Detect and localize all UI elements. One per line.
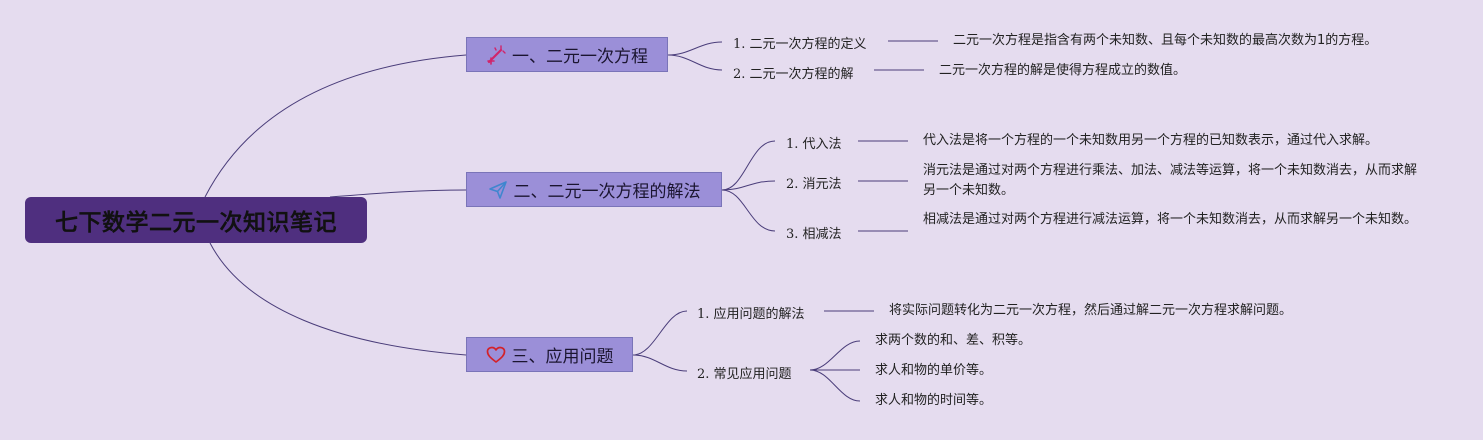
connector-line	[667, 54, 723, 71]
connector-line	[721, 140, 776, 191]
paper-plane-icon	[488, 180, 508, 200]
leaf-note: 求两个数的和、差、积等。	[875, 333, 1032, 348]
magic-wand-icon	[486, 44, 506, 65]
branch-equation[interactable]: 一、二元一次方程	[466, 37, 668, 72]
leaf-note: 求人和物的时间等。	[875, 393, 993, 408]
connector-line	[667, 41, 723, 56]
connector-line	[632, 354, 688, 372]
branch-label: 三、应用问题	[511, 347, 614, 367]
leaf-note: 相减法是通过对两个方程进行减法运算，将一个未知数消去，从而求解另一个未知数。	[923, 212, 1418, 227]
sub-topic-subtraction[interactable]: 3. 相减法	[786, 227, 842, 242]
leaf-note: 将实际问题转化为二元一次方程，然后通过解二元一次方程求解问题。	[889, 303, 1293, 318]
heart-icon	[486, 345, 506, 365]
connector-line	[204, 54, 467, 198]
leaf-note: 二元一次方程是指含有两个未知数、且每个未知数的最高次数为1的方程。	[953, 33, 1378, 48]
sub-topic-elimination[interactable]: 2. 消元法	[786, 177, 842, 192]
connector-line	[632, 310, 688, 356]
connector-line	[721, 189, 776, 232]
sub-topic-common-problems[interactable]: 2. 常见应用问题	[697, 367, 792, 382]
connector-line	[721, 180, 776, 191]
branch-applications[interactable]: 三、应用问题	[466, 337, 633, 372]
sub-topic-substitution[interactable]: 1. 代入法	[786, 137, 842, 152]
sub-topic-application-method[interactable]: 1. 应用问题的解法	[697, 307, 805, 322]
branch-solving-methods[interactable]: 二、二元一次方程的解法	[466, 172, 722, 207]
connector-line	[329, 189, 467, 198]
branch-label: 二、二元一次方程的解法	[513, 182, 701, 202]
connector-line	[809, 369, 861, 402]
leaf-note: 消元法是通过对两个方程进行乘法、加法、减法等运算，将一个未知数消去，从而求解另一…	[923, 163, 1418, 198]
root-title: 七下数学二元一次知识笔记	[55, 210, 337, 236]
root-topic[interactable]: 七下数学二元一次知识笔记	[25, 197, 367, 243]
leaf-note: 代入法是将一个方程的一个未知数用另一个方程的已知数表示，通过代入求解。	[923, 133, 1379, 148]
leaf-note: 求人和物的单价等。	[875, 363, 993, 378]
branch-label: 一、二元一次方程	[512, 47, 648, 67]
sub-topic-solution[interactable]: 2. 二元一次方程的解	[733, 67, 854, 82]
connector-line	[209, 242, 467, 356]
connector-line	[809, 340, 861, 371]
sub-topic-definition[interactable]: 1. 二元一次方程的定义	[733, 37, 867, 52]
leaf-note: 二元一次方程的解是使得方程成立的数值。	[939, 63, 1187, 78]
